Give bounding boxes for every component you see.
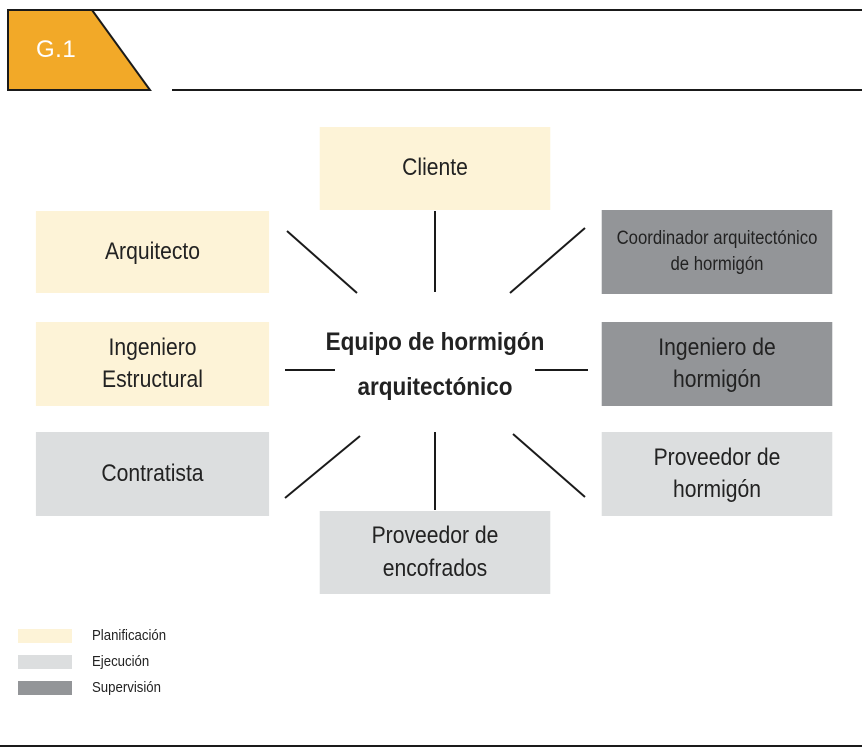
node-contratista: Contratista xyxy=(35,432,270,516)
center-label: Equipo de hormigón arquitectónico xyxy=(325,328,545,401)
node-proveedor-hormigon: Proveedor de hormigón xyxy=(601,432,833,516)
node-proveedor-encofrados: Proveedor de encofrados xyxy=(319,511,551,594)
legend-swatch-ejecucion xyxy=(18,655,72,669)
legend-label-ejecucion: Ejecución xyxy=(92,653,150,670)
header-bottom-rule xyxy=(172,89,862,91)
node-coordinador: Coordinador arquitectónico de hormigón xyxy=(601,210,833,294)
figure-tag-shape xyxy=(7,9,152,91)
footer-rule xyxy=(0,745,862,747)
legend-swatch-planificacion xyxy=(18,629,72,643)
header-top-rule xyxy=(92,9,862,11)
connector-coordinador xyxy=(509,227,586,294)
node-arquitecto: Arquitecto xyxy=(35,211,270,293)
node-ingeniero-hormigon: Ingeniero de hormigón xyxy=(601,322,833,406)
node-cliente: Cliente xyxy=(319,127,551,210)
node-ingeniero-estructural: Ingeniero Estructural xyxy=(35,322,270,406)
figure-tag-label: G.1 xyxy=(36,36,77,63)
legend-label-planificacion: Planificación xyxy=(92,627,167,644)
connector-proveedor-hormigon xyxy=(512,433,586,498)
legend-swatch-supervision xyxy=(18,681,72,695)
connector-arquitecto xyxy=(286,230,358,294)
connector-contratista xyxy=(284,435,361,499)
legend-label-supervision: Supervisión xyxy=(92,679,161,696)
